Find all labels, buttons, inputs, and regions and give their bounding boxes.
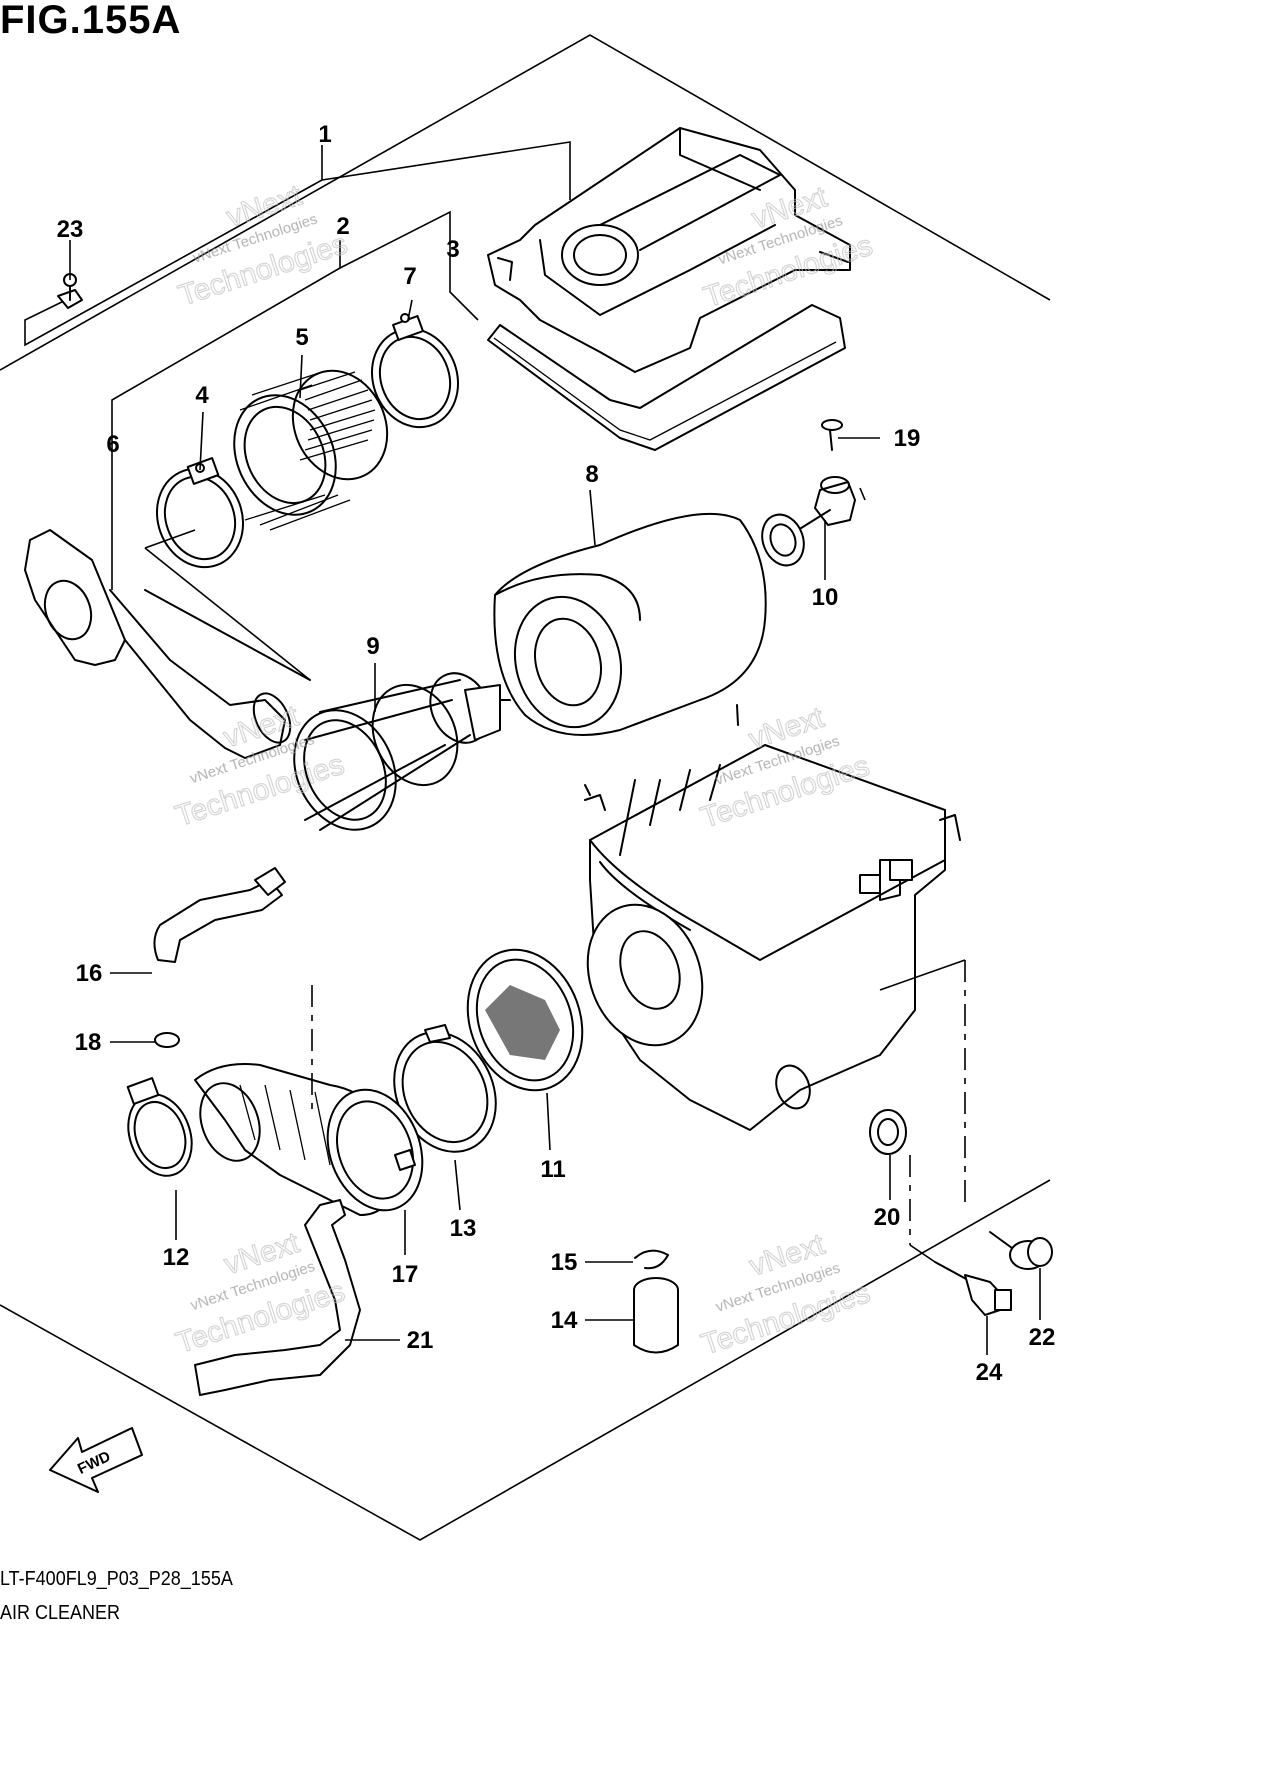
callout-13: 13 — [450, 1215, 477, 1242]
group-bracket-2b — [339, 210, 479, 321]
part-hose-16 — [153, 867, 286, 963]
part-clamp-12 — [126, 1077, 193, 1177]
watermark-top-left: vNext Technologies vNext Technologies — [174, 178, 352, 313]
callout-19: 19 — [894, 425, 921, 452]
assembly-line-22b — [879, 959, 966, 991]
group-bracket-1b — [321, 141, 571, 200]
part-clip-18 — [154, 1032, 180, 1048]
part-cap-gasket — [487, 304, 846, 451]
callout-16: 16 — [76, 960, 103, 987]
callout-17: 17 — [392, 1261, 419, 1288]
part-bolt-22 — [989, 1231, 1053, 1270]
assembly-line-10 — [859, 487, 866, 501]
callout-24: 24 — [976, 1359, 1003, 1386]
callout-3: 3 — [446, 236, 459, 263]
part-filter-element-8 — [493, 512, 767, 736]
callout-2: 2 — [336, 213, 349, 240]
part-grommet-20 — [869, 1109, 907, 1155]
leader-lines — [69, 240, 1041, 1355]
part-clamp-7 — [370, 313, 460, 429]
watermark-bottom-right: vNext Technologies vNext Technologies — [697, 1227, 875, 1362]
part-air-cleaner-case — [584, 704, 961, 1131]
group-bracket-2 — [111, 240, 341, 590]
callout-10: 10 — [812, 584, 839, 611]
callout-23: 23 — [57, 216, 84, 243]
callout-labels: 1 2 3 4 5 6 7 8 9 10 11 12 13 14 15 16 1… — [57, 121, 1056, 1386]
part-sensor-24 — [934, 1261, 1012, 1316]
callout-12: 12 — [163, 1244, 190, 1271]
part-cage-9 — [293, 672, 511, 831]
callout-8: 8 — [585, 461, 598, 488]
part-drain-hose-21 — [194, 1199, 361, 1396]
section-name: AIR CLEANER — [0, 1602, 121, 1624]
part-screen-11 — [466, 948, 584, 1092]
callout-22: 22 — [1029, 1324, 1056, 1351]
callout-1: 1 — [318, 121, 331, 148]
callout-6: 6 — [106, 431, 119, 458]
part-cap — [487, 127, 851, 373]
part-cap-14 — [633, 1277, 679, 1354]
watermarks: vNext Technologies vNext Technologies vN… — [171, 178, 877, 1362]
callout-7: 7 — [403, 263, 416, 290]
callout-14: 14 — [551, 1307, 578, 1334]
part-clip-15 — [634, 1249, 669, 1270]
part-screw-19 — [821, 419, 843, 451]
model-code: LT-F400FL9_P03_P28_155A — [0, 1568, 233, 1590]
assembly-line-24 — [909, 1244, 936, 1263]
figure-title: FIG.155A — [0, 0, 182, 42]
group-bracket-1 — [24, 145, 323, 347]
part-duct-6 — [24, 529, 311, 759]
assembly-boundary-lower — [0, 1179, 1051, 1541]
callout-21: 21 — [407, 1327, 434, 1354]
part-bellows-5 — [233, 369, 389, 531]
callout-4: 4 — [195, 382, 209, 409]
callout-9: 9 — [366, 633, 379, 660]
part-outlet-tube-17 — [194, 1063, 424, 1216]
callout-5: 5 — [295, 324, 308, 351]
callout-15: 15 — [551, 1249, 578, 1276]
callout-11: 11 — [540, 1156, 565, 1183]
part-drain-10 — [761, 476, 856, 567]
fwd-direction-arrow: FWD — [49, 1427, 143, 1493]
part-clip-23 — [57, 273, 83, 309]
assembly-boundary — [0, 34, 1051, 371]
callout-20: 20 — [874, 1204, 901, 1231]
callout-18: 18 — [75, 1029, 102, 1056]
